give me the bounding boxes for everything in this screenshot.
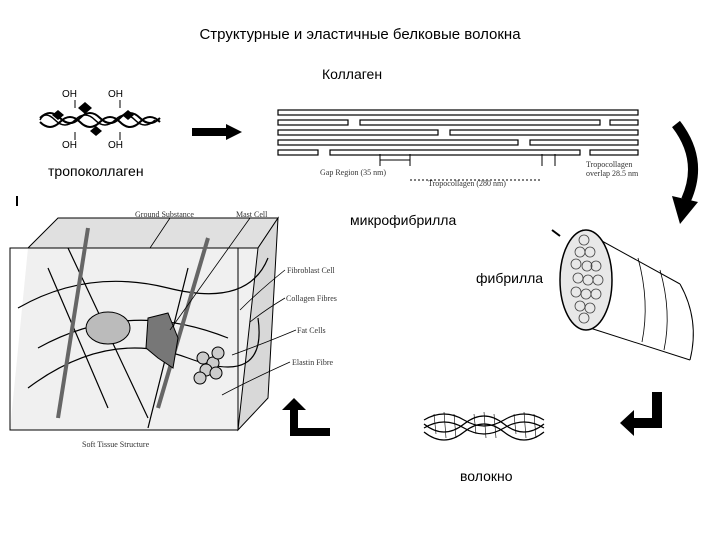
elastin-fibre-label: Elastin Fibre bbox=[292, 358, 334, 367]
microfibril-label: микрофибрилла bbox=[350, 212, 457, 228]
fiber-label: волокно bbox=[460, 468, 513, 484]
oh-label: OH bbox=[108, 140, 123, 151]
ground-substance-label: Ground Substance bbox=[135, 210, 194, 219]
fibril-label: фибрилла bbox=[476, 270, 544, 286]
gap-region-label: Gap Region (35 nm) bbox=[320, 168, 386, 177]
tropocollagen-length-label: Tropocollagen (280 nm) bbox=[428, 179, 506, 188]
arrow-right-icon bbox=[192, 124, 242, 140]
triple-helix-molecule bbox=[39, 100, 161, 140]
fibril-cylinder bbox=[551, 229, 694, 361]
overlap-label: Tropocollagen overlap 28.5 nm bbox=[586, 160, 639, 178]
collagen-staggered-diagram bbox=[277, 109, 639, 181]
fiber-twisted-strands bbox=[423, 411, 545, 441]
soft-tissue-structure-label: Soft Tissue Structure bbox=[82, 440, 150, 449]
oh-label: OH bbox=[62, 89, 77, 100]
curved-arrow-icon bbox=[671, 120, 699, 224]
collagen-fibres-label: Collagen Fibres bbox=[286, 294, 337, 303]
divider-mark bbox=[16, 196, 18, 206]
fat-cells-label: Fat Cells bbox=[297, 326, 326, 335]
up-arrow-icon bbox=[282, 398, 330, 436]
oh-label: OH bbox=[62, 140, 77, 151]
left-arrow-icon bbox=[620, 392, 662, 436]
page-title: Структурные и эластичные белковые волокн… bbox=[199, 26, 521, 43]
fibroblast-cell-label: Fibroblast Cell bbox=[287, 266, 335, 275]
mast-cell-label: Mast Cell bbox=[236, 210, 268, 219]
tropocollagen-label: тропоколлаген bbox=[48, 163, 144, 179]
collagen-label: Коллаген bbox=[322, 66, 383, 82]
oh-label: OH bbox=[108, 89, 123, 100]
